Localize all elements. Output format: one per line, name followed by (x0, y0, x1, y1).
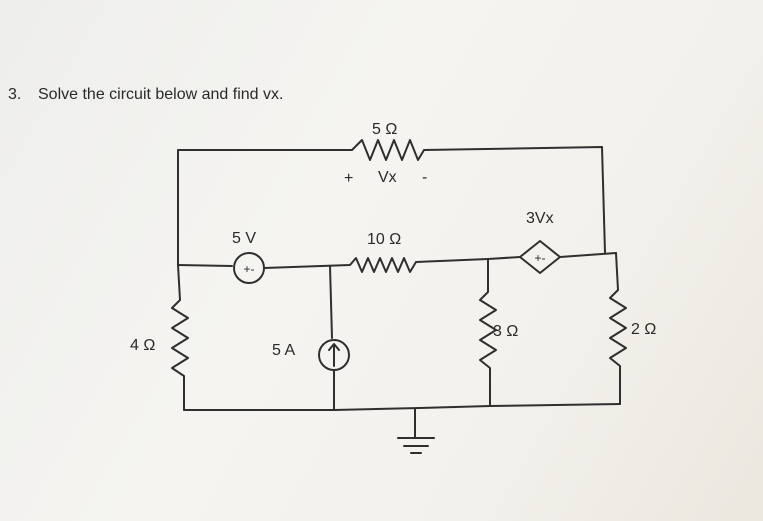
dependent-source-sign: +- (534, 251, 545, 265)
vx-minus-label: - (422, 169, 427, 186)
resistor-2ohm (609, 252, 627, 405)
question-number: 3. (8, 86, 22, 103)
vx-label: Vx (378, 169, 397, 186)
resistor-4ohm (171, 264, 189, 411)
current-source-label: 5 A (272, 342, 295, 359)
vx-plus-label: + (344, 170, 353, 187)
resistor-3ohm (479, 258, 497, 407)
mid-wire-center (263, 256, 521, 273)
question-text: Solve the circuit below and find vx. (38, 86, 284, 103)
top-wire (177, 139, 606, 266)
ground-symbol (397, 408, 435, 454)
dependent-source-label: 3Vx (526, 210, 554, 227)
voltage-source-sign: +- (243, 262, 254, 276)
voltage-source-label: 5 V (232, 230, 256, 247)
r-3-label: 3 Ω (493, 323, 518, 340)
current-source-wire-top (329, 265, 333, 339)
question: 3. Solve the circuit below and find vx. (8, 86, 283, 104)
current-source-5a (318, 339, 350, 371)
r-left-label: 4 Ω (130, 337, 155, 354)
mid-wire-right (559, 252, 617, 258)
r-top-label: 5 Ω (372, 121, 397, 138)
voltage-source-5v: +- (233, 252, 265, 284)
dependent-voltage-source: +- (519, 240, 561, 274)
mid-wire-left (177, 264, 233, 267)
r-middle-label: 10 Ω (367, 231, 401, 248)
r-2-label: 2 Ω (631, 321, 656, 338)
bottom-wire (183, 403, 621, 411)
